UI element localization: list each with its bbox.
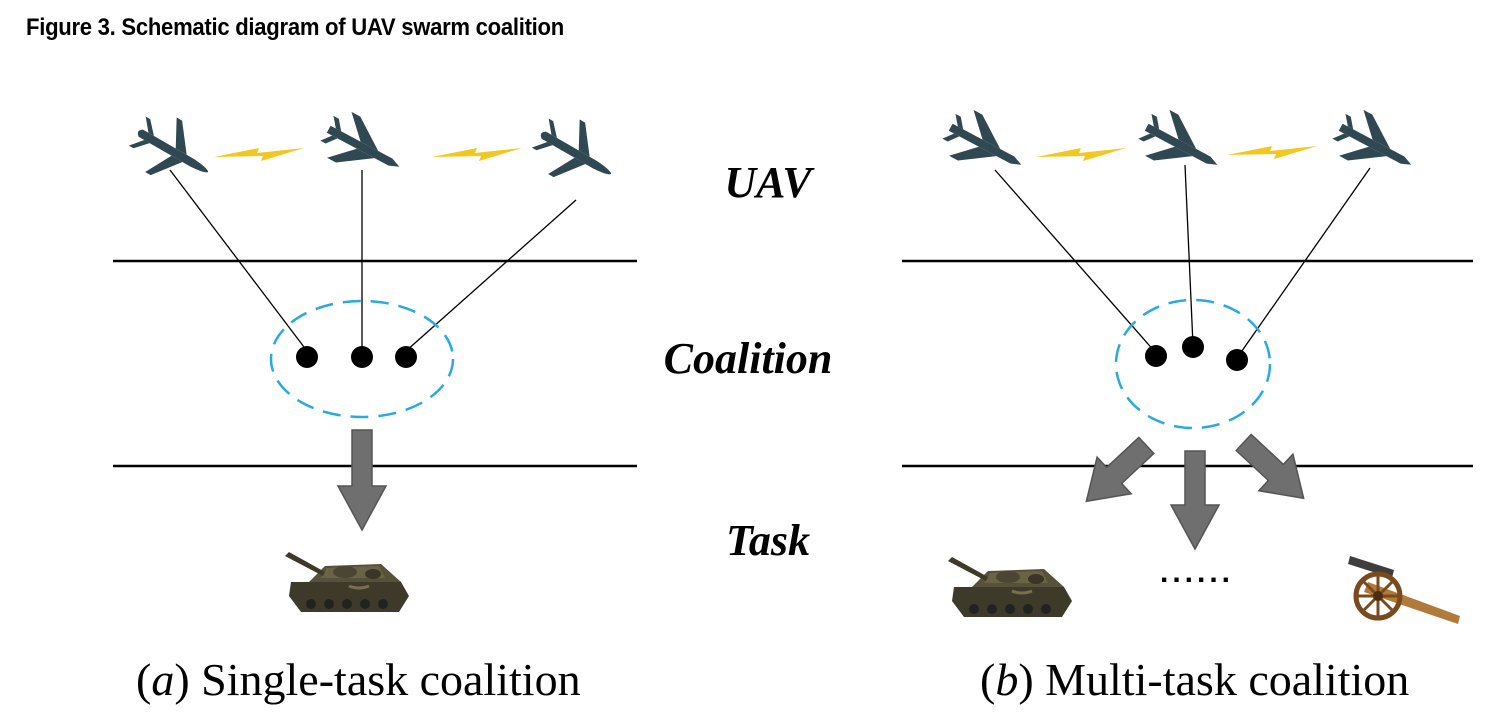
more-tasks-ellipsis: ......: [1160, 556, 1234, 589]
layer-label-uav: UAV: [724, 158, 815, 207]
lightning-icon: [1227, 146, 1317, 159]
caption-a: (a) Single-task coalition: [136, 654, 581, 705]
assignment-arrow: [336, 429, 388, 532]
fighter-jet-icon: [1132, 103, 1230, 188]
assignment-arrow: [1085, 436, 1155, 503]
coalition-ring: [1114, 298, 1272, 430]
coalition-member-dot: [296, 346, 318, 368]
fighter-jet-icon: [936, 103, 1034, 188]
lightning-icon: [1036, 148, 1126, 161]
coalition-member-dot: [351, 346, 373, 368]
tank-icon: [283, 550, 411, 614]
uav-link-line: [405, 199, 577, 352]
coalition-member-dot: [1226, 349, 1248, 371]
caption-b: (b) Multi-task coalition: [980, 654, 1409, 705]
lightning-icon: [214, 148, 304, 161]
layer-label-coalition: Coalition: [664, 334, 833, 383]
assignment-arrow: [1235, 433, 1305, 500]
plane-icon: [524, 105, 627, 202]
figure-title: Figure 3. Schematic diagram of UAV swarm…: [26, 14, 564, 41]
lightning-icon: [432, 148, 522, 161]
coalition-ring: [269, 299, 455, 419]
uav-link-line: [1236, 167, 1371, 359]
assignment-arrow: [1169, 450, 1221, 551]
tank-icon: [946, 555, 1074, 619]
coalition-member-dot: [395, 346, 417, 368]
cannon-icon: [1348, 556, 1460, 624]
coalition-member-dot: [1145, 345, 1167, 367]
layer-label-task: Task: [726, 516, 810, 565]
coalition-member-dot: [1182, 336, 1204, 358]
fighter-jet-icon: [314, 105, 412, 190]
panel-a: (a) Single-task coalition: [113, 103, 637, 705]
plane-icon: [121, 103, 224, 200]
panel-b: ...... (b) Multi-task coalition: [902, 103, 1473, 705]
uav-link-line: [1184, 164, 1194, 346]
fighter-jet-icon: [1326, 103, 1424, 188]
